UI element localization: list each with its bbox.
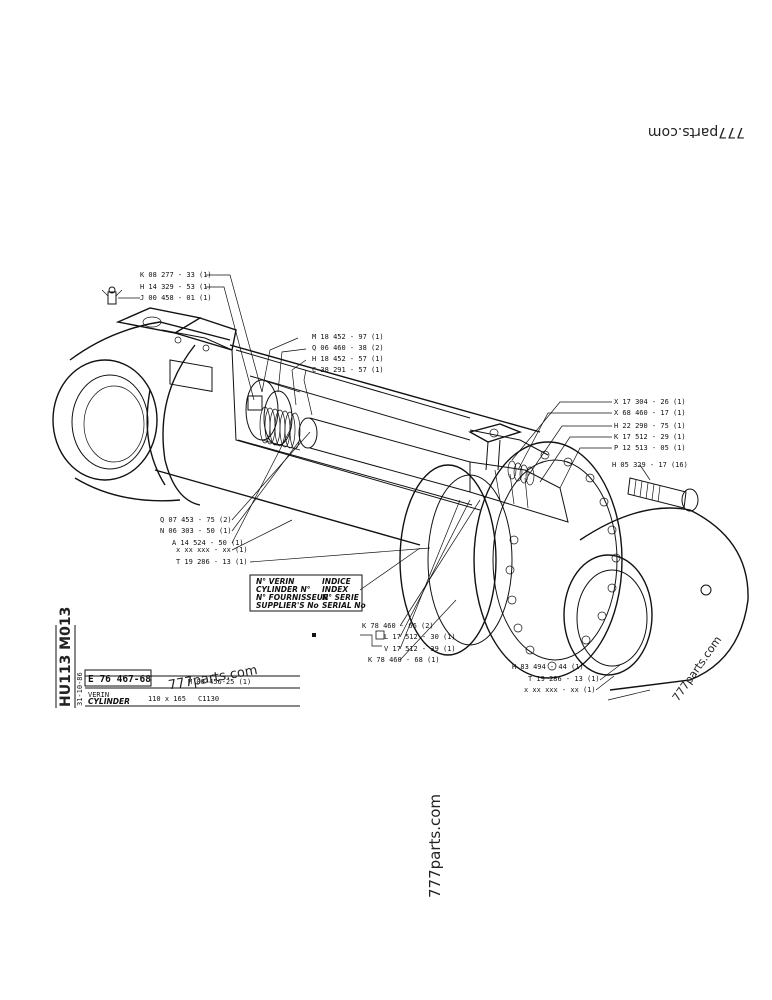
label-k08277: K 08 277 - 33 (1): [140, 271, 212, 279]
side-code: HU113 M013: [58, 607, 74, 707]
label-p12513: P 12 513 - 05 (1): [614, 444, 686, 452]
label-t19286-a: T 19 286 - 13 (1): [176, 558, 248, 566]
cylinder-body: [52, 286, 749, 691]
title-stroke: C1130: [198, 695, 219, 703]
watermark-bottom-right: 777parts.com: [670, 634, 724, 704]
label-h22290: H 22 290 - 75 (1): [614, 422, 686, 430]
label-x17304: X 17 304 - 26 (1): [614, 398, 686, 406]
label-h83494: H 83 494 - 44 (1): [512, 663, 584, 671]
part-labels: K 08 277 - 33 (1) H 14 329 - 53 (1) J 00…: [140, 271, 688, 694]
label-k78460-a: K 78 460 - 66 (2): [362, 622, 434, 630]
label-n06303: N 06 303 - 50 (1): [160, 527, 232, 535]
legend-indice: INDICE: [322, 577, 352, 586]
label-x68460: X 68 460 - 17 (1): [614, 409, 686, 417]
legend-box: N° VERIN CYLINDER N° N° FOURNISSEUR SUPP…: [249, 574, 366, 612]
title-ref: M 00 456-25 (1): [188, 678, 251, 686]
legend-supplier: SUPPLIER'S No: [256, 601, 319, 610]
side-date: 31-10-86: [76, 672, 84, 706]
label-j00458: J 00 458 - 01 (1): [140, 294, 212, 302]
legend-serie: N° SERIE: [322, 593, 360, 602]
watermark-center: 777parts.com: [426, 794, 444, 898]
label-t19286-b: T 19 286 - 13 (1): [528, 675, 600, 683]
watermark-top-right: 777parts.com: [648, 124, 745, 140]
title-dimensions: 110 x 165: [148, 695, 186, 703]
label-markers: [312, 630, 385, 640]
label-v17512: V 17 512 - 39 (1): [384, 645, 456, 653]
label-a14524: A 14 524 - 50 (1): [172, 539, 244, 547]
label-k78460-b: K 78 460 - 68 (1): [368, 656, 440, 664]
legend-cylinder: CYLINDER N°: [256, 585, 311, 594]
label-q07453: Q 07 453 - 75 (2): [160, 516, 232, 524]
label-h05329: H 05 329 - 17 (16): [612, 461, 688, 469]
legend-index: INDEX: [322, 585, 349, 594]
label-h14329: H 14 329 - 53 (1): [140, 283, 212, 291]
label-k17512: K 17 512 - 29 (1): [614, 433, 686, 441]
legend-fournisseur: N° FOURNISSEUR: [256, 593, 329, 602]
leader-lines: [206, 274, 651, 701]
legend-verin: N° VERIN: [256, 577, 295, 586]
flange-bolt-holes: [505, 450, 621, 671]
label-xxxxxx-b: x xx xxx - xx (1): [524, 686, 596, 694]
label-l17512: L 17 512 - 30 (1): [384, 633, 456, 641]
legend-serial: SERIAL No: [322, 601, 366, 610]
title-name-fr: VERIN: [88, 691, 109, 699]
title-name-en: CYLINDER: [88, 697, 130, 706]
watermark-title-block: 777parts.com: [167, 663, 258, 693]
title-block: HU113 M013 31-10-86 E 76 467-68 M 00 456…: [55, 607, 300, 708]
label-m18452: M 18 452 - 97 (1): [312, 333, 384, 341]
label-xxxxxx-a: x xx xxx - xx (1): [176, 546, 248, 554]
part-number: E 76 467-68: [88, 674, 151, 685]
label-q06460: Q 06 460 - 38 (2): [312, 344, 384, 352]
label-h18452: H 18 452 - 57 (1): [312, 355, 384, 363]
label-c38291: C 38 291 - 57 (1): [312, 366, 384, 374]
